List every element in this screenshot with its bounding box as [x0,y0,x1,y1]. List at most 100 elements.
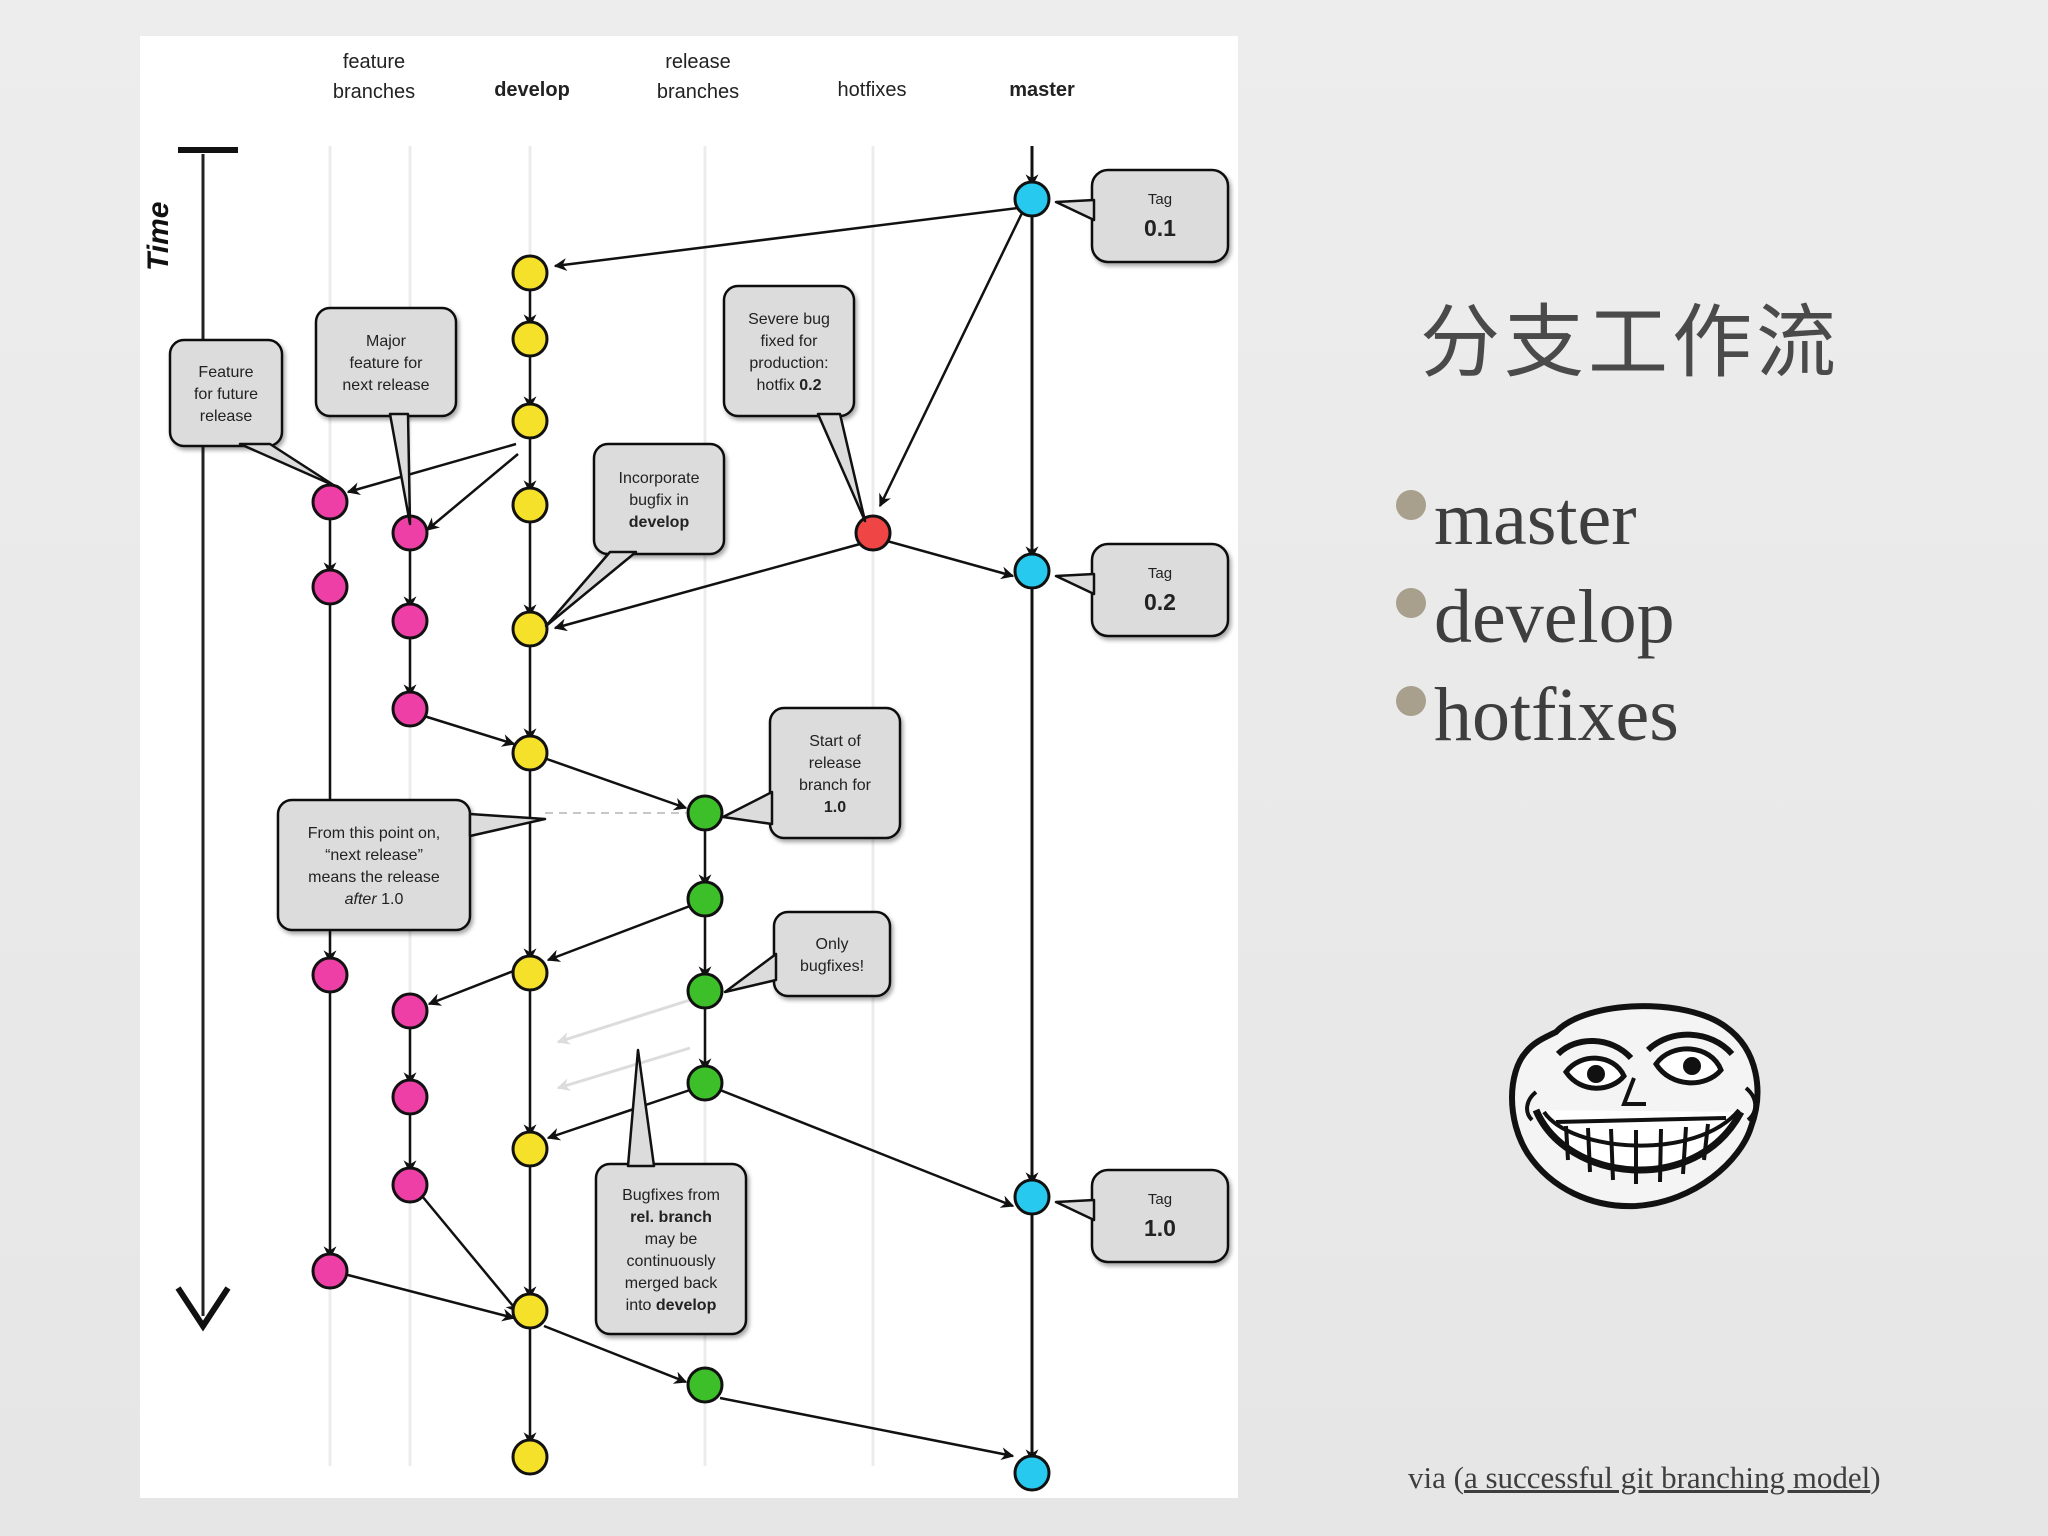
commit-release [686,1064,724,1102]
column-header-release: release [665,51,731,73]
bullet-item: master [1396,470,1679,568]
commit-feature [391,992,429,1030]
callout-major-feature: Major feature for next release [314,306,458,526]
column-header-feature: feature [343,51,405,73]
callout-line: release [200,408,253,425]
commit-nodes [311,180,1051,1492]
edge-fb-to-dev [423,714,516,747]
bullet-dot [1396,686,1426,716]
commit-feature [311,568,349,606]
callout-line: Severe bug [748,311,830,328]
callout-line: “next release” [325,847,423,864]
commit-release [686,880,724,918]
callout-line: bugfix in [629,492,689,509]
edge-hotfix-to-develop [553,542,861,632]
troll-face-image [1509,1003,1761,1210]
callout-incorporate: Incorporate bugfix in develop [544,442,726,628]
callout-line: for future [194,386,258,403]
column-headers: feature branches develop release branches hot… [333,51,1075,103]
commit-develop [511,610,549,648]
edge-rel-to-master-2 [719,1396,1015,1461]
callout-line: into develop [626,1297,717,1314]
credit-link[interactable]: a successful git branching model [1463,1460,1871,1495]
bullet-list: master develop hotfixes [1396,470,1679,764]
tag-label: Tag [1148,1191,1172,1208]
edge-rel-to-master [719,1088,1015,1208]
tag-version: 0.1 [1144,215,1176,241]
column-header-feature: branches [333,81,415,103]
callout-line: may be [645,1231,698,1248]
callout-line: continuously [627,1253,716,1270]
commit-feature [391,1078,429,1116]
credit-suffix: ) [1870,1460,1881,1495]
diagram-canvas: feature branches develop release branches hot… [142,51,1230,1492]
commit-release [686,972,724,1010]
commit-feature [311,483,349,521]
callout-line: production: [749,355,828,372]
callout-severe-bug: Severe bug fixed for production: hotfix 0.2 [722,284,867,523]
callout-line: Major [366,333,407,350]
commit-feature [311,1252,349,1290]
commit-release [686,794,724,832]
time-axis-arrow [175,1286,231,1332]
commit-develop [511,402,549,440]
bullet-label: hotfixes [1434,672,1679,757]
commit-master [1013,552,1051,590]
edge-hotfix-to-master [886,539,1015,580]
bullet-dot [1396,588,1426,618]
bullet-item: develop [1396,568,1679,666]
tag-0-1: Tag 0.1 [1054,168,1230,264]
callout-line: fixed for [761,333,819,350]
callout-line: 1.0 [824,799,846,816]
commit-develop [511,954,549,992]
callout-line: Bugfixes from [622,1187,720,1204]
callout-line: feature for [350,355,424,372]
bullet-label: master [1434,476,1637,561]
tag-version: 0.2 [1144,589,1176,615]
commit-master [1013,180,1051,218]
commit-develop [511,1292,549,1330]
edge-rel-to-dev-2 [546,1088,691,1141]
commit-feature [311,956,349,994]
commit-develop [511,254,549,292]
edge-dev-to-release [543,756,688,811]
column-header-hotfixes: hotfixes [838,79,907,101]
bullet-label: develop [1434,574,1675,659]
callout-line: bugfixes! [800,958,864,975]
callout-line: From this point on, [308,825,441,842]
commit-master [1013,1454,1051,1492]
commit-master [1013,1178,1051,1216]
edge-fb-to-dev-2 [421,1195,519,1314]
callout-line: rel. branch [630,1209,712,1226]
callout-line: hotfix 0.2 [757,377,822,394]
column-header-master: master [1009,79,1075,101]
commit-develop [511,320,549,358]
callout-line: Feature [198,364,253,381]
callout-line: develop [629,514,690,531]
edge-rel-to-dev-faded-1 [556,998,691,1045]
bullet-dot [1396,490,1426,520]
edge-dev-to-feature-b [426,453,519,531]
bullet-item: hotfixes [1396,666,1679,764]
callout-line: Start of [809,733,861,750]
commit-develop [511,734,549,772]
callout-line: after 1.0 [345,891,404,908]
callout-from-this-point: From this point on,“next release”means t… [276,798,547,932]
commit-release [686,1366,724,1404]
edge-dev-to-release-2 [543,1324,688,1384]
commit-feature [391,602,429,640]
callout-line: next release [342,377,429,394]
commit-develop [511,1130,549,1168]
commit-edges [323,146,1039,1463]
commit-hotfix [854,514,892,552]
callout-line: Incorporate [619,470,700,487]
callout-line: release [809,755,862,772]
credit-line: via (a successful git branching model) [1408,1460,1881,1496]
column-header-release: branches [657,81,739,103]
column-header-develop: develop [494,79,570,101]
tag-label: Tag [1148,191,1172,208]
time-axis: Time [142,147,238,1332]
callout-line: Only [816,936,849,953]
edge-fa-to-dev [343,1272,516,1322]
